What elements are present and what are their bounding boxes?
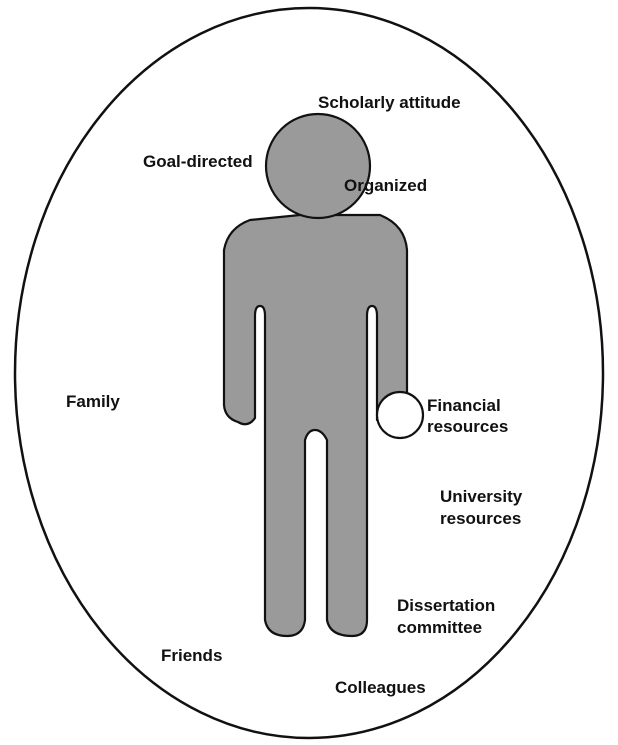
label-dissertation-committee-line2: committee [397, 618, 482, 637]
label-goal-directed: Goal-directed [143, 152, 253, 171]
label-colleagues: Colleagues [335, 678, 426, 697]
label-financial-resources-line2: resources [427, 417, 508, 436]
environment-ellipse [13, 6, 605, 740]
label-university-resources-line1: University [440, 487, 523, 506]
label-financial-resources-line1: Financial [427, 396, 501, 415]
label-family: Family [66, 392, 120, 411]
person-body [222, 213, 409, 638]
label-dissertation-committee-line1: Dissertation [397, 596, 495, 615]
person-head [264, 112, 372, 220]
hand-circle [375, 390, 425, 440]
label-scholarly-attitude: Scholarly attitude [318, 93, 461, 112]
label-friends: Friends [161, 646, 222, 665]
person-figure [222, 112, 409, 638]
label-organized: Organized [344, 176, 427, 195]
label-university-resources-line2: resources [440, 509, 521, 528]
